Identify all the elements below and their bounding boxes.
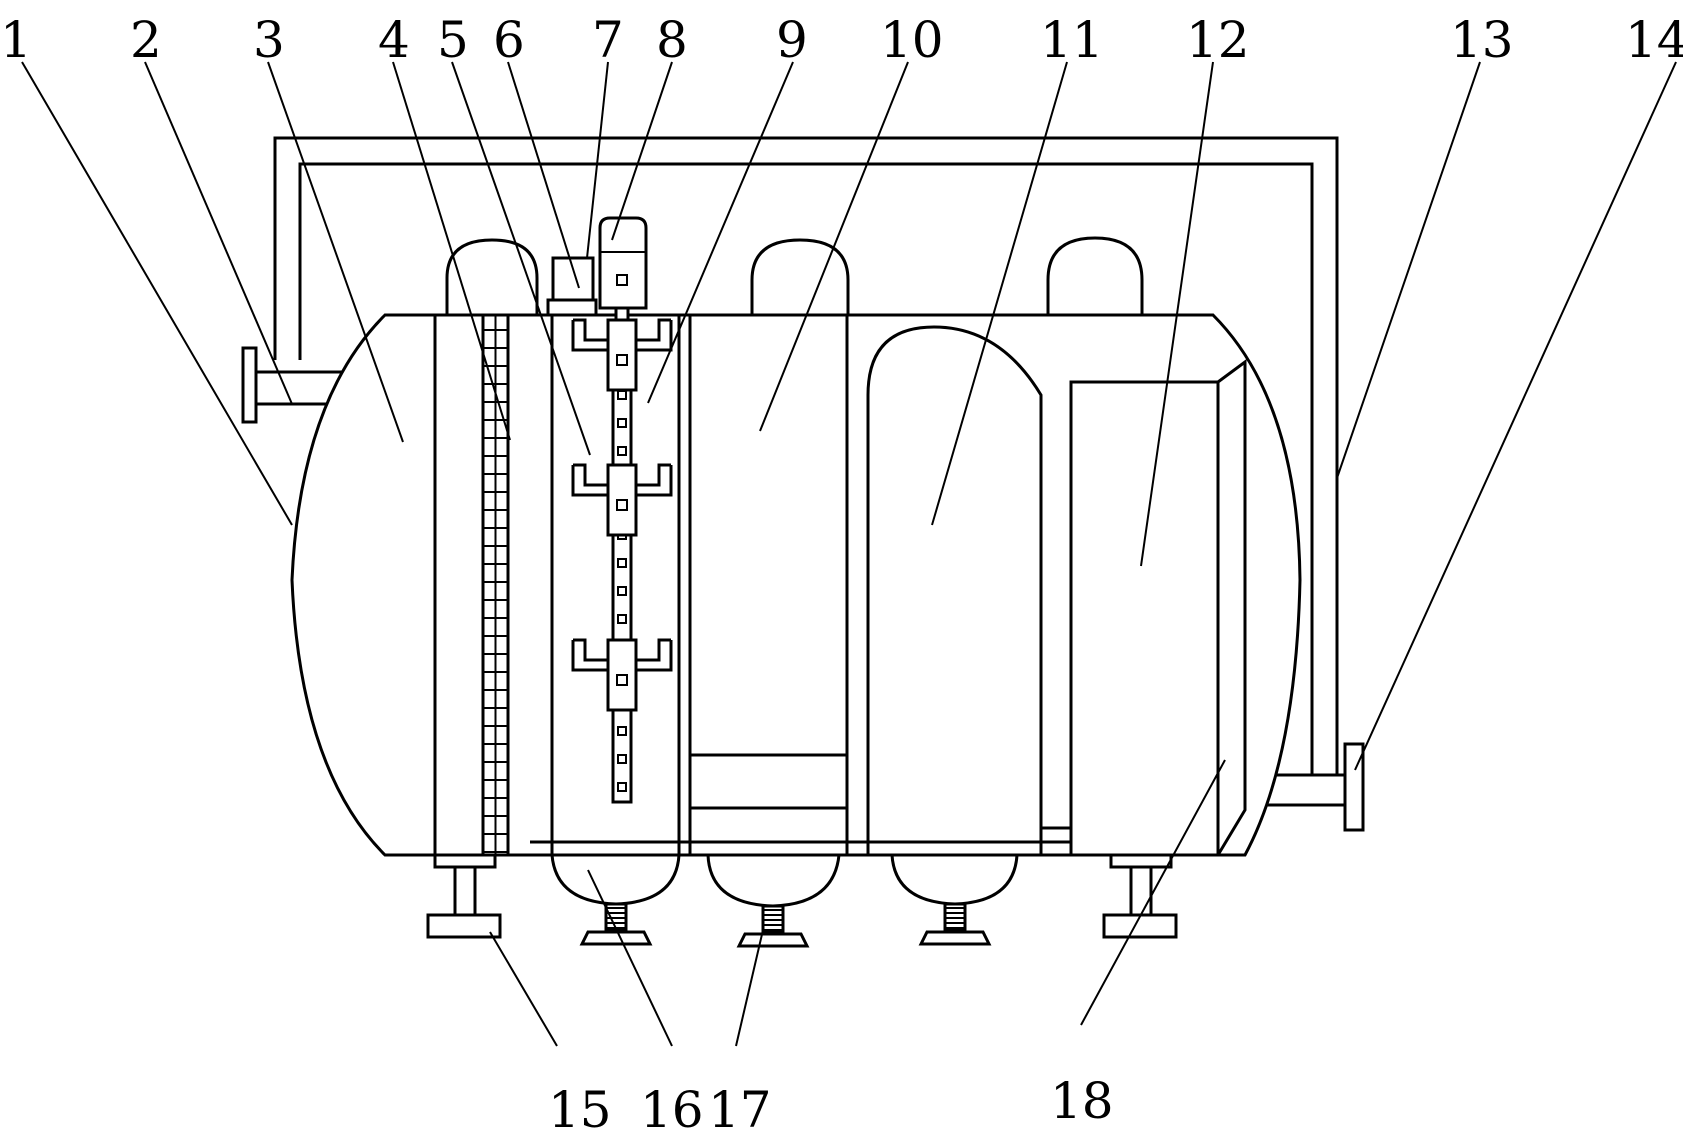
label-10: 10 (880, 11, 944, 69)
label-3: 3 (253, 11, 285, 69)
label-16: 16 (640, 1081, 704, 1139)
label-17: 17 (708, 1081, 772, 1139)
mixing-chamber (546, 216, 673, 804)
agitator-shaft (611, 318, 633, 804)
label-11: 11 (1040, 11, 1104, 69)
label-6: 6 (493, 11, 525, 69)
label-4: 4 (378, 11, 410, 69)
springs (579, 902, 992, 948)
label-15: 15 (548, 1081, 612, 1139)
top-dome-right (1046, 236, 1144, 317)
label-5: 5 (437, 11, 469, 69)
label-8: 8 (656, 11, 688, 69)
hopper-middle (706, 853, 841, 908)
label-12: 12 (1186, 11, 1250, 69)
label-7: 7 (592, 11, 624, 69)
tank-body (290, 313, 1302, 857)
top-dome-middle (750, 238, 850, 317)
label-13: 13 (1450, 11, 1514, 69)
label-1: 1 (0, 11, 32, 69)
number-labels: 1 2 3 4 5 6 7 8 9 10 11 12 13 14 15 16 1… (0, 11, 1683, 1139)
capsule-tank (866, 325, 1043, 857)
hopper-left (550, 853, 681, 906)
hopper-right (890, 853, 1019, 906)
motor-box (551, 256, 595, 302)
leader-lines (21, 61, 1677, 1047)
label-9: 9 (776, 11, 808, 69)
motor (598, 216, 648, 310)
inlet-pipe (241, 346, 344, 424)
label-18: 18 (1050, 1072, 1114, 1130)
label-2: 2 (130, 11, 162, 69)
support-leg-right (1102, 853, 1178, 939)
label-14: 14 (1625, 11, 1683, 69)
top-dome-left (445, 238, 539, 317)
bottom-step (1039, 826, 1073, 857)
return-pipe (273, 136, 1339, 775)
support-leg-left (426, 853, 502, 939)
